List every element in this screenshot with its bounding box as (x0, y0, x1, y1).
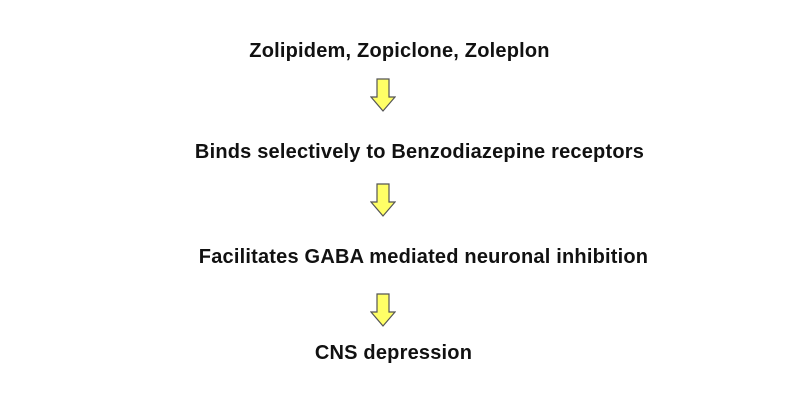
down-arrow-icon (370, 183, 396, 217)
down-arrow-icon (370, 78, 396, 112)
step-drug-names: Zolipidem, Zopiclone, Zoleplon (249, 40, 550, 62)
step-gaba-inhibition: Facilitates GABA mediated neuronal inhib… (198, 246, 649, 268)
step-cns-depression: CNS depression (314, 342, 473, 364)
down-arrow-icon (370, 293, 396, 327)
step-binds-receptors: Binds selectively to Benzodiazepine rece… (194, 141, 645, 163)
